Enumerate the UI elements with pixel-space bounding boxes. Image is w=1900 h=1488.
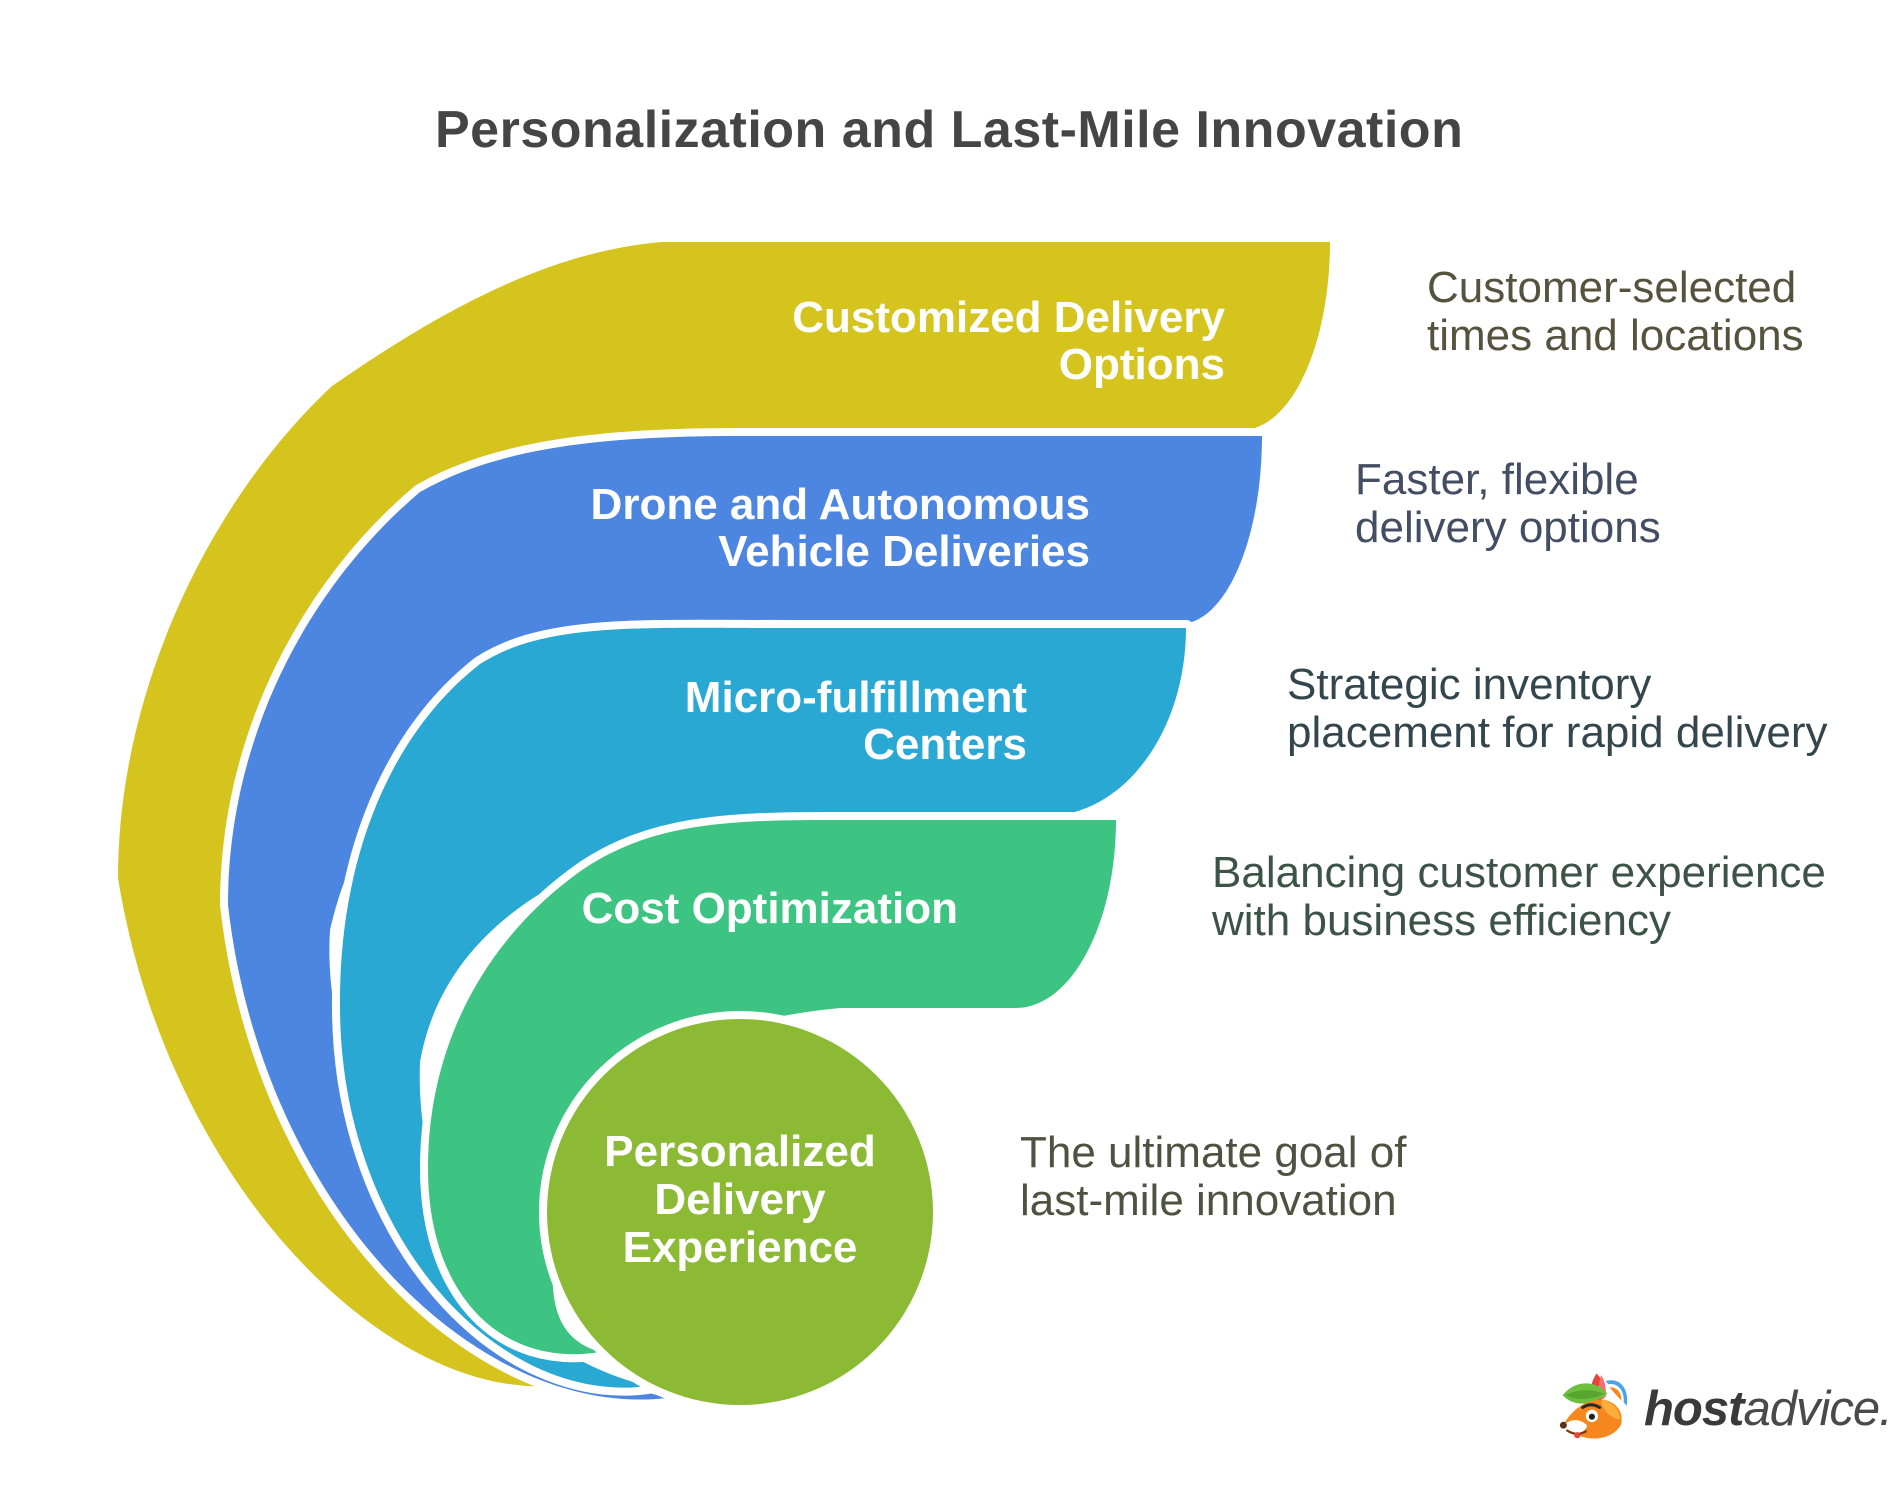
logo-advice-text: advice. (1743, 1382, 1892, 1436)
hostadvice-logo: hostadvice. (1556, 1372, 1893, 1446)
desc-line: with business efficiency (1212, 896, 1671, 945)
label-line: Personalized (604, 1127, 876, 1176)
page-title: Personalization and Last-Mile Innovation (435, 101, 1464, 159)
label-line: Drone and Autonomous (590, 480, 1090, 529)
desc-line: Customer-selected (1427, 263, 1797, 312)
logo-text: hostadvice. (1644, 1381, 1893, 1437)
label-micro-fulfillment-centers: Micro-fulfillment Centers (685, 674, 1027, 768)
desc-personalized-delivery-experience: The ultimate goal of last-mile innovatio… (1020, 1129, 1406, 1225)
desc-customized-delivery-options: Customer-selected times and locations (1427, 264, 1804, 360)
desc-line: Faster, flexible (1355, 455, 1639, 504)
desc-line: delivery options (1355, 503, 1661, 552)
desc-line: placement for rapid delivery (1287, 708, 1828, 757)
label-line: Options (1058, 340, 1225, 389)
desc-line: Balancing customer experience (1212, 848, 1826, 897)
label-line: Cost Optimization (581, 884, 958, 933)
label-line: Micro-fulfillment (684, 673, 1027, 722)
desc-cost-optimization: Balancing customer experience with busin… (1212, 849, 1826, 945)
label-cost-optimization: Cost Optimization (582, 885, 958, 932)
desc-line: The ultimate goal of (1020, 1128, 1407, 1177)
desc-line: Strategic inventory (1287, 660, 1652, 709)
band-micro-fulfillment-centers (331, 619, 1194, 1396)
label-customized-delivery-options: Customized Delivery Options (792, 294, 1225, 388)
logo-host-text: host (1644, 1382, 1744, 1436)
label-line: Delivery (654, 1175, 826, 1224)
label-line: Centers (863, 720, 1027, 769)
label-personalized-delivery-experience: Personalized Delivery Experience (490, 1128, 990, 1272)
desc-line: last-mile innovation (1020, 1176, 1397, 1225)
label-drone-autonomous-deliveries: Drone and Autonomous Vehicle Deliveries (591, 481, 1090, 575)
label-line: Experience (622, 1223, 858, 1272)
fox-mascot-icon (1559, 1373, 1628, 1439)
desc-micro-fulfillment-centers: Strategic inventory placement for rapid … (1287, 661, 1827, 757)
label-line: Vehicle Deliveries (718, 527, 1090, 576)
label-line: Customized Delivery (792, 293, 1225, 342)
circle-personalized-delivery-experience (539, 1011, 941, 1413)
desc-drone-autonomous-deliveries: Faster, flexible delivery options (1355, 456, 1661, 552)
desc-line: times and locations (1427, 311, 1804, 360)
